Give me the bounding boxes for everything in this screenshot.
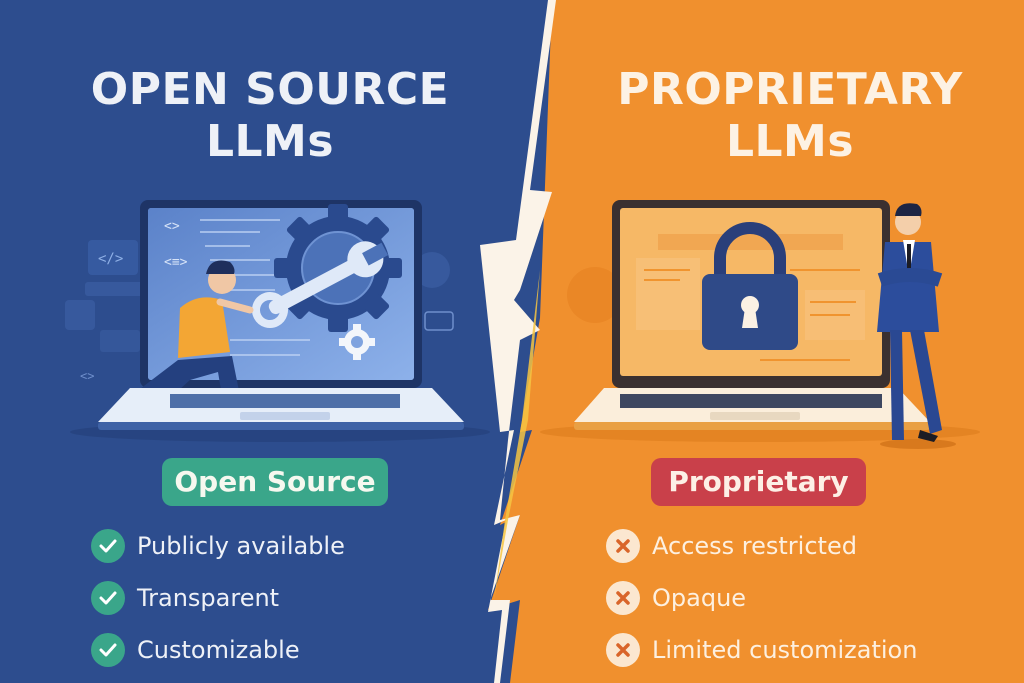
list-item: Opaque: [606, 572, 917, 624]
open-source-badge: Open Source: [162, 458, 388, 506]
lightning-accent: [494, 270, 540, 600]
open-source-illustration: </> <> <> <≡>: [65, 200, 464, 430]
list-item-label: Publicly available: [137, 532, 345, 560]
check-icon: [91, 529, 125, 563]
proprietary-title: PROPRIETARY LLMs: [560, 64, 1020, 168]
lightning-divider: [480, 0, 556, 683]
list-item: Limited customization: [606, 624, 917, 676]
proprietary-illustration: [567, 200, 956, 449]
x-icon: [606, 633, 640, 667]
list-item-label: Customizable: [137, 636, 300, 664]
list-item-label: Access restricted: [652, 532, 857, 560]
svg-text:</>: </>: [98, 251, 123, 267]
list-item: Access restricted: [606, 520, 917, 572]
open-source-title: OPEN SOURCE LLMs: [40, 64, 500, 168]
list-item-label: Limited customization: [652, 636, 918, 664]
list-item: Customizable: [91, 624, 345, 676]
check-icon: [91, 633, 125, 667]
open-source-features-list: Publicly available Transparent Customiza…: [91, 520, 345, 676]
x-icon: [606, 529, 640, 563]
list-item: Transparent: [91, 572, 345, 624]
proprietary-badge: Proprietary: [651, 458, 866, 506]
x-icon: [606, 581, 640, 615]
svg-text:<>: <>: [164, 219, 180, 234]
list-item-label: Transparent: [137, 584, 280, 612]
proprietary-features-list: Access restricted Opaque Limited customi…: [606, 520, 917, 676]
title-line-2: LLMs: [725, 116, 855, 167]
title-line-1: PROPRIETARY: [617, 64, 963, 115]
svg-text:<≡>: <≡>: [164, 255, 188, 270]
list-item: Publicly available: [91, 520, 345, 572]
list-item-label: Opaque: [652, 584, 747, 612]
check-icon: [91, 581, 125, 615]
title-line-1: OPEN SOURCE: [90, 64, 450, 115]
svg-text:<>: <>: [80, 369, 94, 383]
title-line-2: LLMs: [205, 116, 335, 167]
